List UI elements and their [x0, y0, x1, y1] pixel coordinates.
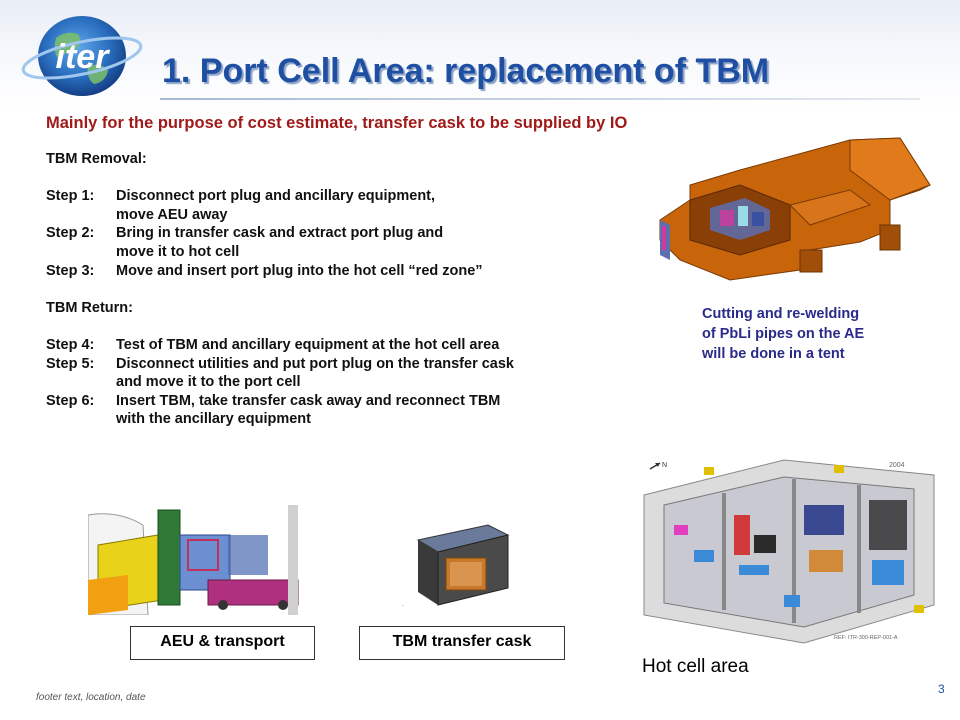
tent-caption: Cutting and re-welding of PbLi pipes on …	[702, 306, 865, 362]
svg-text:.: .	[402, 602, 404, 608]
header-band	[0, 0, 960, 110]
step-3-line-1: Step 3: Move and insert port plug into t…	[46, 262, 483, 279]
cask-illustration: .	[398, 520, 518, 610]
north-arrow-icon	[649, 462, 661, 470]
step-5-line-2: and move it to the port cell	[116, 374, 301, 391]
iter-logo: iter	[21, 16, 143, 96]
title-divider	[160, 98, 920, 100]
aeu-label: AEU & transport	[130, 626, 315, 660]
step-1-number: Step 1:	[46, 188, 95, 205]
step-1-line-2: move AEU away	[116, 206, 228, 223]
slide-subtitle: Mainly for the purpose of cost estimate,…	[46, 114, 628, 132]
procedure-text: TBM Removal: Step 1: Disconnect port plu…	[46, 150, 646, 429]
step-6-line-2: with the ancillary equipment	[116, 411, 311, 428]
step-4-number: Step 4:	[46, 336, 95, 353]
logo-text: iter	[56, 38, 111, 76]
page-number: 3	[938, 682, 945, 696]
cask-label: TBM transfer cask	[359, 626, 565, 660]
step-1-line-1: Step 1: Disconnect port plug and ancilla…	[46, 188, 436, 205]
north-label: N	[662, 462, 667, 469]
return-heading: TBM Return:	[46, 299, 133, 316]
step-6-line-1: Step 6: Insert TBM, take transfer cask a…	[46, 392, 501, 409]
step-5-number: Step 5:	[46, 355, 95, 372]
step-2-number: Step 2:	[46, 225, 95, 242]
hotcell-year: 2004	[889, 462, 905, 469]
port-cell-illustration	[659, 137, 931, 281]
hot-cell-illustration: N 2004 REF: ITR-300-REP-001-A	[634, 455, 946, 645]
step-4-line-1: Step 4: Test of TBM and ancillary equipm…	[46, 336, 500, 353]
step-2-line-2: move it to hot cell	[116, 243, 240, 260]
hot-cell-label: Hot cell area	[642, 656, 749, 677]
step-3-number: Step 3:	[46, 262, 95, 279]
step-6-number: Step 6:	[46, 392, 95, 409]
slide-title: 1. Port Cell Area: replacement of TBM	[162, 52, 770, 90]
hotcell-ref: REF: ITR-300-REP-001-A	[834, 635, 898, 641]
step-5-line-1: Step 5: Disconnect utilities and put por…	[46, 355, 514, 372]
step-2-line-1: Step 2: Bring in transfer cask and extra…	[46, 225, 444, 242]
aeu-illustration	[88, 505, 306, 615]
removal-heading: TBM Removal:	[46, 151, 147, 167]
footer-text: footer text, location, date	[36, 692, 146, 703]
